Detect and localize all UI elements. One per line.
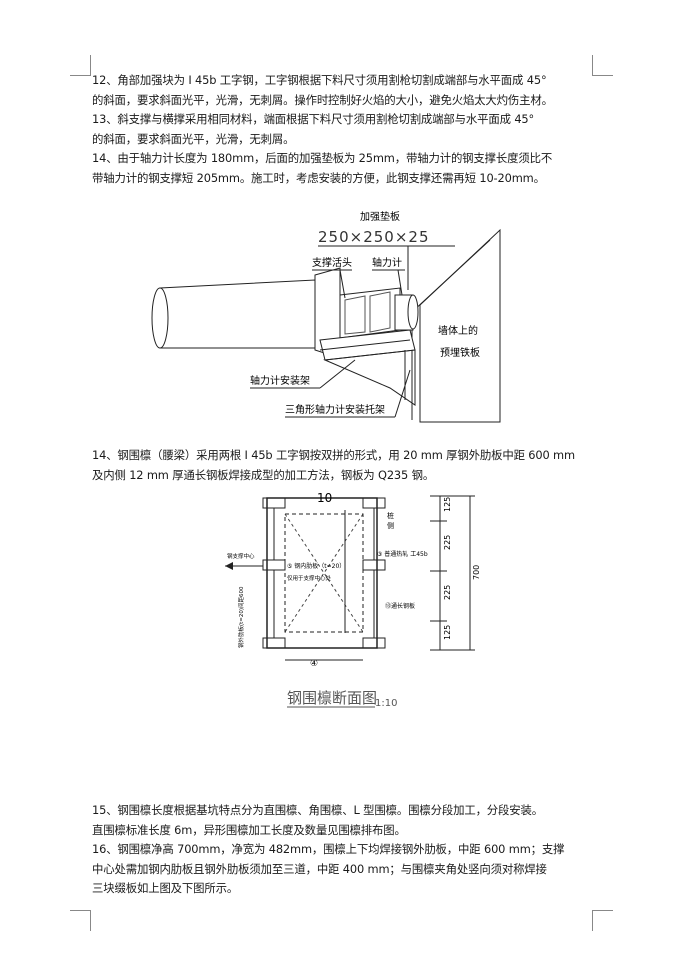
- label-support-head: 支撑活头: [312, 256, 352, 269]
- label-pad: 加强垫板: [360, 210, 400, 223]
- label-wall-line1: 墙体上的: [438, 324, 478, 337]
- dim-1: 125: [443, 497, 452, 512]
- label-bracket: 三角形轴力计安装托架: [285, 403, 385, 416]
- text-line: 15、钢围檩长度根据基坑特点分为直围檩、角围檩、L 型围檩。围檩分段加工，分段安…: [92, 803, 544, 817]
- dim-4: 125: [443, 625, 452, 640]
- dim-3: 225: [443, 585, 452, 600]
- figure-title: 钢围檩断面图: [287, 689, 377, 707]
- label-inner-rib: ⑤ 钢内肋板（t=20）: [287, 562, 345, 570]
- label-plate: ⑬通长钢板: [385, 602, 415, 610]
- paragraph-14b: 14、钢围檩（腰梁）采用两根 I 45b 工字钢按双拼的形式，用 20 mm 厚…: [92, 446, 592, 485]
- label-top-10: 10: [317, 491, 332, 505]
- text-line: 及内侧 12 mm 厚通长钢板焊接成型的加工方法，钢板为 Q235 钢。: [92, 467, 435, 482]
- text-line: 14、由于轴力计长度为 180mm，后面的加强垫板为 25mm，带轴力计的钢支撑…: [92, 151, 553, 165]
- label-axial-gauge: 轴力计: [372, 256, 402, 269]
- label-gauge-frame: 轴力计安装架: [250, 374, 310, 387]
- crop-mark-top-right: [592, 55, 613, 76]
- text-line: 中心处需加钢内肋板且钢外肋板须加至三道，中距 400 mm；与围檩夹角处竖向须对…: [92, 861, 547, 876]
- crop-mark-bottom-left: [70, 910, 91, 931]
- axial-gauge-installation-figure: 加强垫板 250×250×25 支撑活头 轴力计 墙体上的 预埋铁板 轴力计安装…: [151, 210, 501, 423]
- text-line: 直围檩标准长度 6m，异形围檩加工长度及数量见围檩排布图。: [92, 822, 406, 837]
- label-support-centre: 钢支撑中心: [227, 552, 255, 560]
- label-inner-rib-note: 仅用于支撑中心处: [287, 574, 332, 582]
- figure-scale: 1:10: [375, 698, 397, 709]
- text-line: 16、钢围檩净高 700mm，净宽为 482mm，围檩上下均焊接钢外肋板，中距 …: [92, 842, 565, 856]
- text-line: 14、钢围檩（腰梁）采用两根 I 45b 工字钢按双拼的形式，用 20 mm 厚…: [92, 448, 575, 462]
- label-num-4: ④: [310, 659, 318, 669]
- dim-total: 700: [472, 565, 481, 580]
- text-line: 带轴力计的钢支撑短 205mm。施工时，考虑安装的方便，此钢支撑还需再短 10-…: [92, 170, 545, 185]
- steel-waler-section-figure: 钢支撑中心 125 225 225 125 700 10 桩 侧 ⑤ 钢内肋板（…: [225, 491, 481, 709]
- label-wall-line2: 预埋铁板: [440, 346, 480, 359]
- label-beam: ③ 普通热轧 工45b: [377, 550, 428, 558]
- text-line: 的斜面，要求斜面光平，光滑，无刺屑。: [92, 131, 295, 146]
- paragraph-12: 12、角部加强块为 I 45b 工字钢，工字钢根据下料尺寸须用割枪切割成端部与水…: [92, 71, 592, 110]
- text-line: 12、角部加强块为 I 45b 工字钢，工字钢根据下料尺寸须用割枪切割成端部与水…: [92, 73, 547, 87]
- text-line: 三块缀板如上图及下图所示。: [92, 881, 239, 895]
- crop-mark-top-left: [70, 55, 91, 76]
- paragraph-13: 13、斜支撑与横撑采用相同材料，端面根据下料尺寸须用割枪切割成端部与水平面成 4…: [92, 110, 592, 149]
- crop-mark-bottom-right: [592, 910, 613, 931]
- text-line: 13、斜支撑与横撑采用相同材料，端面根据下料尺寸须用割枪切割成端部与水平面成 4…: [92, 112, 535, 126]
- paragraph-14a: 14、由于轴力计长度为 180mm，后面的加强垫板为 25mm，带轴力计的钢支撑…: [92, 149, 592, 188]
- paragraph-16: 16、钢围檩净高 700mm，净宽为 482mm，围檩上下均焊接钢外肋板，中距 …: [92, 840, 592, 899]
- paragraph-15: 15、钢围檩长度根据基坑特点分为直围檩、角围檩、L 型围檩。围檩分段加工，分段安…: [92, 801, 592, 840]
- label-side-2: 侧: [387, 521, 394, 530]
- dim-2: 225: [443, 535, 452, 550]
- text-line: 的斜面，要求斜面光平，光滑，无刺屑。操作时控制好火焰的大小，避免火焰太大灼伤主材…: [92, 92, 553, 107]
- label-pad-size: 250×250×25: [318, 228, 429, 246]
- label-side-1: 桩: [387, 511, 394, 520]
- label-outer-rib: 钢外肋板(t=20)间距600: [237, 586, 245, 648]
